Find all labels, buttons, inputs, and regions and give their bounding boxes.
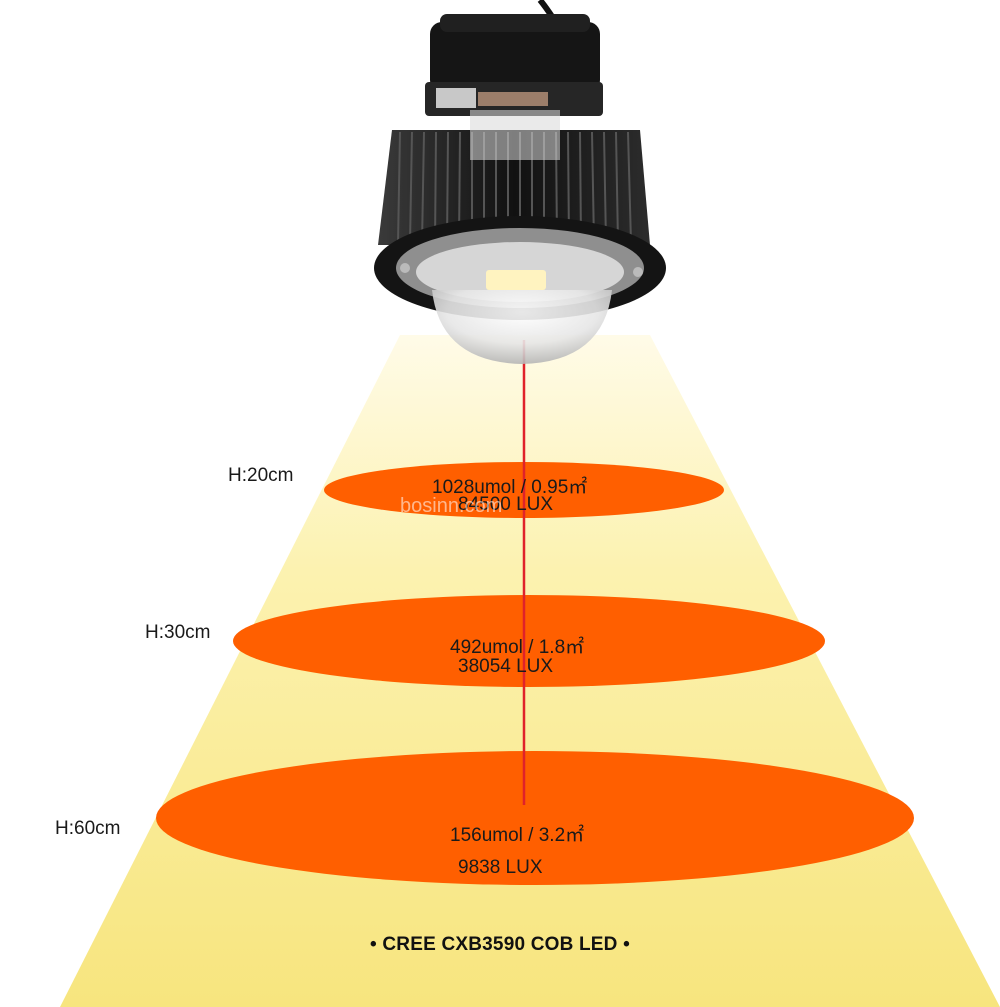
lux-30cm: 38054 LUX [458,656,554,677]
height-label-60cm: H:60cm [55,818,121,839]
light-spot-30cm [233,595,825,687]
light-spot-60cm [156,751,914,885]
height-label-20cm: H:20cm [228,465,294,486]
ppfd-20cm: 1028umol / 0.95㎡ [432,477,588,498]
lux-20cm: 84500 LUX [458,494,554,515]
ppfd-30cm: 492umol / 1.8㎡ [450,637,585,658]
product-caption: • CREE CXB3590 COB LED • [370,934,630,955]
watermark: bosinn.com [400,495,503,517]
lux-60cm: 9838 LUX [458,857,543,878]
height-label-30cm: H:30cm [145,622,211,643]
cob-grow-light-icon [374,0,666,364]
ppfd-60cm: 156umol / 3.2㎡ [450,825,585,846]
